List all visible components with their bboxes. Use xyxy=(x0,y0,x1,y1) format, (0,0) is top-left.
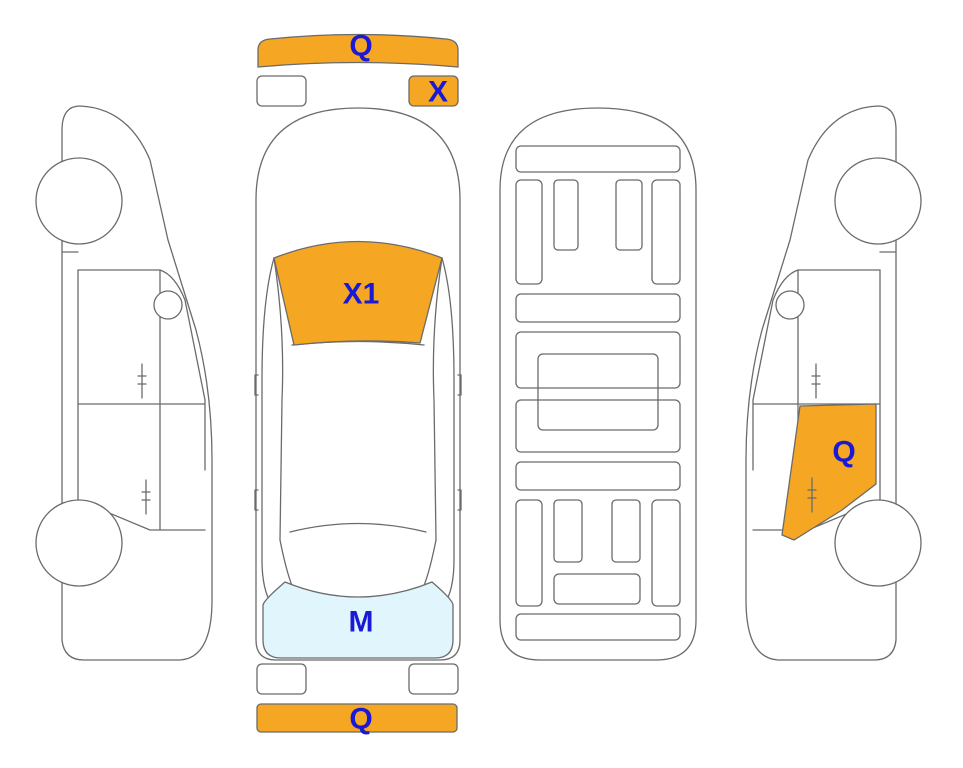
right-side-view xyxy=(745,105,922,661)
right-headlight-code: X xyxy=(428,76,448,109)
underbody-view xyxy=(499,107,697,661)
right-headlight[interactable]: X xyxy=(408,75,459,109)
left-headlight[interactable] xyxy=(256,75,307,107)
left-side-view xyxy=(35,105,213,661)
windshield[interactable]: X1 xyxy=(273,240,443,346)
rear-bumper-code: Q xyxy=(349,703,372,736)
rear-bumper[interactable]: Q xyxy=(256,703,458,736)
windshield-code: X1 xyxy=(343,278,380,311)
left-taillight[interactable] xyxy=(256,663,307,695)
right-rear-door[interactable]: Q xyxy=(781,403,877,541)
top-view-car xyxy=(254,107,462,661)
front-bumper[interactable]: Q xyxy=(257,30,459,68)
right-taillight[interactable] xyxy=(408,663,459,695)
front-bumper-code: Q xyxy=(349,30,372,63)
rear-window-code: M xyxy=(349,606,374,639)
right-rear-door-code: Q xyxy=(832,436,855,469)
rear-window[interactable]: M xyxy=(262,581,454,659)
